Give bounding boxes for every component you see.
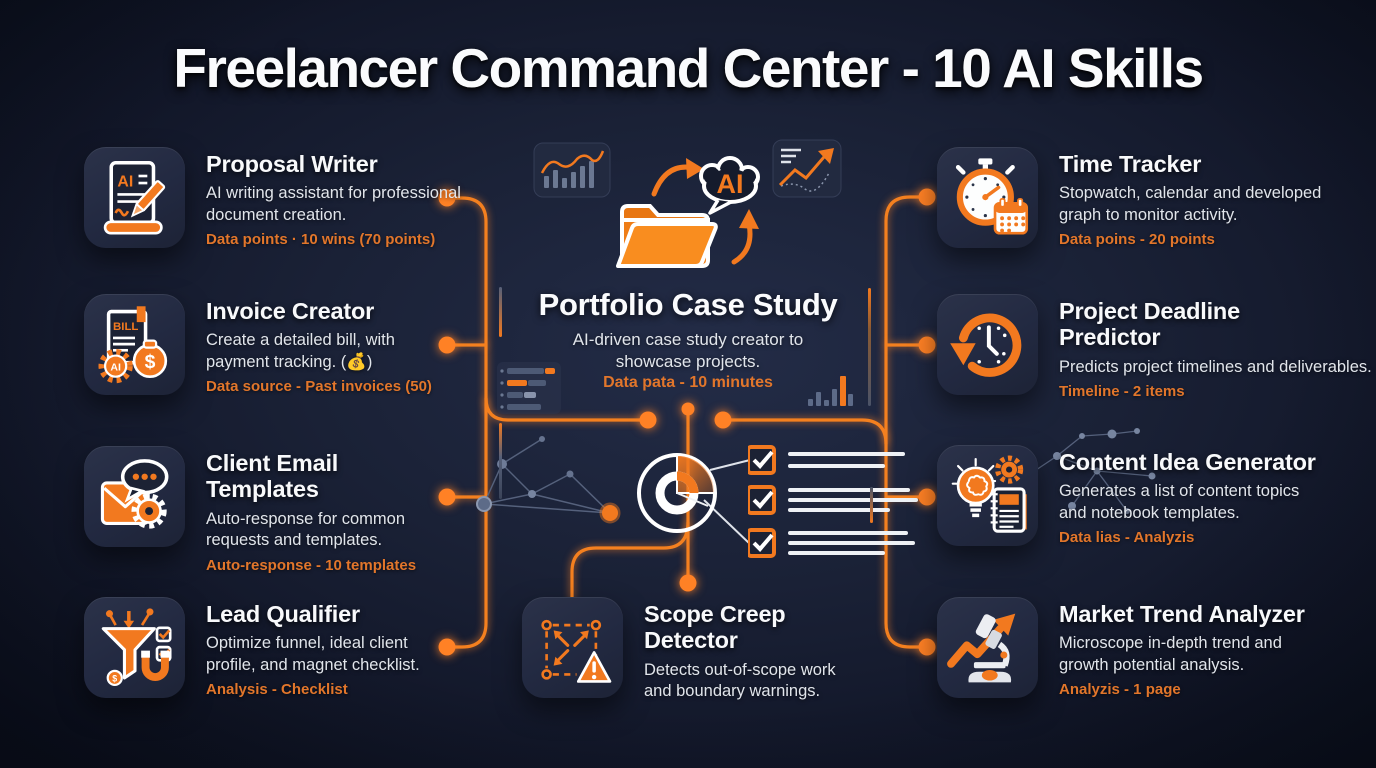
vertical-tick-decoration	[499, 287, 502, 337]
card-title: Content Idea Generator	[1059, 449, 1316, 475]
card-title: Proposal Writer	[206, 151, 378, 177]
card-title: Market Trend Analyzer	[1059, 601, 1305, 627]
card-meta: Analysis - Checklist	[206, 681, 348, 699]
card-content-idea-generator: Content Idea Generator Generates a list …	[937, 445, 1329, 546]
card-desc: Stopwatch, calendar and developed graph …	[1059, 184, 1322, 224]
folder-ai-cloud-icon: AI	[616, 156, 760, 268]
svg-text:$: $	[112, 673, 117, 683]
bar-line-chart-thumbnail	[533, 142, 611, 198]
svg-text:AI: AI	[110, 361, 121, 373]
lightbulb-gear-notebook-icon	[937, 445, 1038, 546]
center-desc: AI-driven case study creator to showcase…	[572, 330, 804, 371]
card-client-email-templates: Client Email Templates Auto-response for…	[84, 446, 441, 574]
card-desc: Optimize funnel, ideal client profile, a…	[206, 634, 420, 674]
card-desc: AI writing assistant for professional do…	[206, 184, 461, 224]
svg-text:AI: AI	[717, 169, 744, 199]
vertical-tick-decoration	[868, 288, 871, 406]
card-meta: Auto-response - 10 templates	[206, 556, 417, 574]
bill-moneybag-gear-icon: BILL $ AI	[84, 294, 185, 395]
card-desc: Create a detailed bill, with payment tra…	[206, 331, 395, 371]
mini-bar-chart-decoration	[808, 376, 853, 406]
card-title: Lead Qualifier	[206, 601, 360, 627]
svg-text:BILL: BILL	[113, 321, 138, 333]
center-title: Portfolio Case Study	[538, 287, 838, 322]
center-meta: Data pata - 10 minutes	[603, 374, 773, 391]
card-desc: Auto-response for common requests and te…	[206, 509, 406, 550]
card-title: Invoice Creator	[206, 298, 375, 324]
microscope-trend-arrow-icon	[937, 597, 1038, 698]
checklist-decoration	[748, 445, 918, 558]
clock-rewind-icon	[937, 294, 1038, 395]
card-desc: Generates a list of content topics and n…	[1059, 482, 1300, 522]
ai-document-pencil-icon: AI	[84, 147, 185, 248]
stopwatch-calendar-icon	[937, 147, 1038, 248]
card-scope-creep-detector: Scope Creep Detector Detects out-of-scop…	[522, 597, 859, 708]
card-title: Scope Creep Detector	[644, 601, 786, 654]
card-meta: Timeline - 2 items	[1059, 383, 1185, 401]
card-lead-qualifier: $ Lead Qualifier Optimize funnel, ideal …	[84, 597, 446, 698]
page-title: Freelancer Command Center - 10 AI Skills	[173, 37, 1204, 99]
card-title: Time Tracker	[1059, 151, 1202, 177]
donut-chart-decoration	[637, 453, 717, 533]
svg-text:$: $	[144, 350, 155, 372]
envelope-chat-gear-icon	[84, 446, 185, 547]
card-meta: Analyzis - 1 page	[1059, 681, 1181, 699]
card-meta: Data points · 10 wins (70 points)	[206, 231, 436, 249]
card-title: Client Email Templates	[206, 450, 339, 503]
vertical-tick-decoration	[499, 423, 502, 499]
card-meta: Data lias - Analyzis	[1059, 529, 1195, 547]
vertical-tick-decoration	[870, 487, 873, 523]
card-desc: Predicts project timelines and deliverab…	[1059, 357, 1372, 376]
card-meta: Data poins - 20 points	[1059, 231, 1215, 249]
progress-bars-decoration	[497, 362, 561, 414]
card-project-deadline-predictor: Project Deadline Predictor Predicts proj…	[937, 294, 1376, 400]
card-invoice-creator: BILL $ AI Invoice Creator Create a detai…	[84, 294, 451, 395]
card-desc: Microscope in-depth trend and growth pot…	[1059, 634, 1282, 674]
card-title: Project Deadline Predictor	[1059, 298, 1240, 351]
card-meta: Data source - Past invoices (50)	[206, 378, 432, 396]
card-time-tracker: Time Tracker Stopwatch, calendar and dev…	[937, 147, 1349, 248]
dashed-expand-warning-icon	[522, 597, 623, 698]
card-proposal-writer: AI Proposal Writer AI writing assistant …	[84, 147, 466, 248]
svg-text:AI: AI	[117, 173, 133, 190]
card-market-trend-analyzer: Market Trend Analyzer Microscope in-dept…	[937, 597, 1309, 698]
trend-arrow-chart-thumbnail	[772, 139, 842, 198]
network-graph-left	[476, 436, 621, 524]
funnel-magnet-checklist-icon: $	[84, 597, 185, 698]
card-desc: Detects out-of-scope work and boundary w…	[644, 660, 836, 701]
